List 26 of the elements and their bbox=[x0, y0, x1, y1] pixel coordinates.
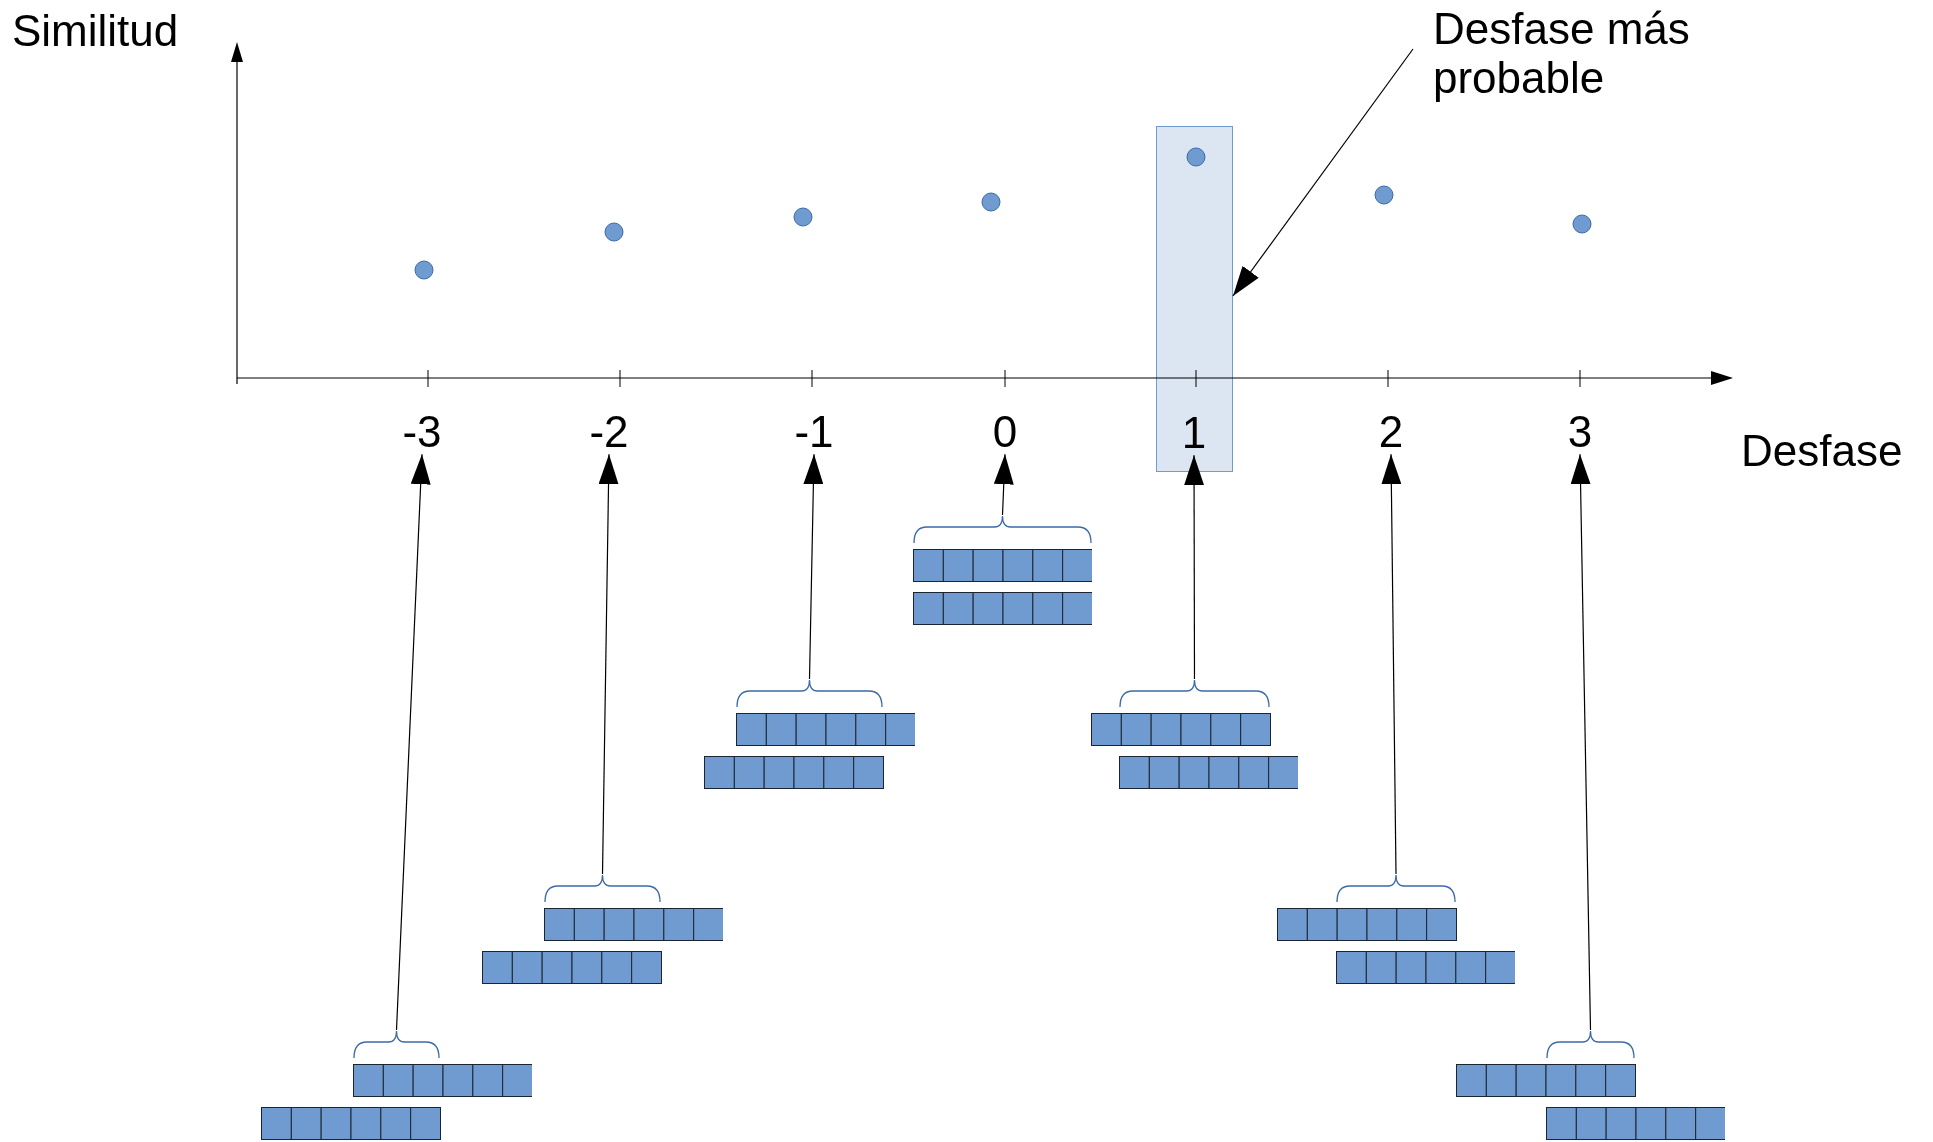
axis-title: Similitud bbox=[12, 6, 179, 56]
offset-strips-drawing bbox=[482, 874, 723, 985]
arrow bbox=[1232, 48, 1414, 297]
offset-strips-drawing bbox=[1456, 1030, 1725, 1141]
offset-strips-drawing bbox=[261, 1030, 532, 1141]
arrow bbox=[1570, 453, 1592, 1031]
offset-strips-drawing bbox=[1091, 679, 1298, 790]
arrow bbox=[598, 453, 619, 875]
offset-strips-drawing bbox=[704, 679, 915, 790]
arrow bbox=[993, 453, 1014, 516]
annotation-text: Desfase más probable bbox=[1433, 4, 1733, 103]
highlight-box bbox=[1156, 126, 1233, 472]
offset-strips-drawing bbox=[913, 515, 1092, 626]
tick-label: 3 bbox=[1540, 407, 1620, 457]
tick-label: -3 bbox=[382, 407, 462, 457]
tick-label: 0 bbox=[965, 407, 1045, 457]
arrow bbox=[1184, 454, 1205, 680]
arrow bbox=[1381, 453, 1402, 875]
tick-label: -2 bbox=[569, 407, 649, 457]
tick-label: -1 bbox=[774, 407, 854, 457]
arrow bbox=[395, 453, 431, 1031]
tick-label: 2 bbox=[1351, 407, 1431, 457]
tick-label: 1 bbox=[1164, 408, 1224, 458]
axis-title: Desfase bbox=[1741, 426, 1903, 476]
offset-strips-drawing bbox=[1277, 874, 1515, 985]
arrow bbox=[803, 453, 824, 680]
